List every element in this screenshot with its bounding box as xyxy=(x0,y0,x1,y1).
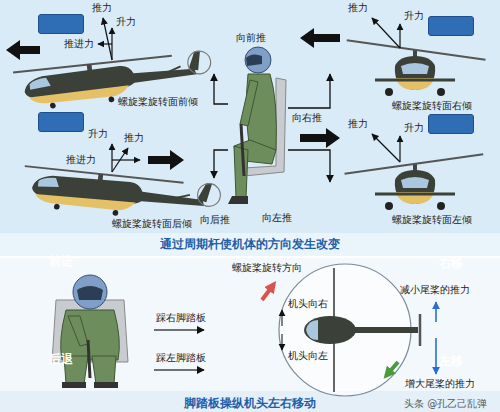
direction-tag: 左移 xyxy=(428,114,474,134)
nose-arrow xyxy=(281,334,282,350)
lift-arrow xyxy=(399,24,400,48)
lift-arrow xyxy=(399,136,400,162)
stick-label: 向前推 xyxy=(236,32,266,44)
note-label: 螺旋桨旋转面右倾 xyxy=(392,100,472,112)
tail-boom xyxy=(354,327,418,333)
motion-arrow xyxy=(148,150,184,170)
panel-gap xyxy=(0,256,500,258)
thrust-arrow xyxy=(372,134,400,162)
note-label: 螺旋桨旋转面后倾 xyxy=(112,218,192,230)
motion-arrow xyxy=(6,40,40,60)
stick-direction-arrow xyxy=(214,74,228,104)
helicopter-left xyxy=(375,164,455,210)
direction-tag: 后退 xyxy=(38,112,84,132)
tail-thrust-arrow xyxy=(435,302,437,322)
pedal-arrow xyxy=(154,369,204,370)
panel-caption: 通过周期杆使机体的方向发生改变 xyxy=(0,237,500,251)
tag-text: 前进 xyxy=(39,252,83,270)
note-label: 螺旋桨旋转面左倾 xyxy=(392,214,472,226)
motion-arrow xyxy=(300,28,340,48)
tag-text: 后退 xyxy=(39,350,83,368)
pedal-arrow xyxy=(154,329,204,330)
propulsion-arrow xyxy=(112,159,140,160)
rotor-plane xyxy=(347,40,486,59)
stick-direction-arrow xyxy=(288,74,330,108)
direction-tag: 右移 xyxy=(428,16,474,36)
force-label: 推进力 xyxy=(66,154,96,166)
panel-ground xyxy=(0,258,500,412)
rotation-arrow xyxy=(386,362,398,376)
cockpit-window xyxy=(306,320,318,340)
helicopter-top xyxy=(304,316,356,344)
propulsion-arrow xyxy=(98,43,112,44)
motion-arrow xyxy=(300,128,340,148)
force-label: 推力 xyxy=(348,2,368,14)
rotor-plane xyxy=(345,154,484,173)
lift-arrow xyxy=(111,144,112,172)
pedal-label: 踩左脚踏板 xyxy=(156,352,206,364)
force-label: 升力 xyxy=(88,128,108,140)
thrust-arrow xyxy=(103,18,112,60)
pedal-label: 踩右脚踏板 xyxy=(156,312,206,324)
force-label: 升力 xyxy=(404,10,424,22)
pilot-figure xyxy=(52,275,128,388)
nose-arrow xyxy=(281,310,282,326)
force-label: 推力 xyxy=(348,118,368,130)
stick-label: 向右推 xyxy=(292,112,322,124)
pilot-figure xyxy=(228,47,286,204)
stick-label: 向左推 xyxy=(262,212,292,224)
force-label: 推进力 xyxy=(64,38,94,50)
note-label: 增大尾桨的推力 xyxy=(405,378,475,390)
force-label: 升力 xyxy=(116,16,136,28)
note-label: 机头向右 xyxy=(288,298,328,310)
watermark: 头条 @孔乙己乱弹 xyxy=(404,398,487,410)
tail-rotor xyxy=(419,314,422,346)
force-label: 推力 xyxy=(124,132,144,144)
note-label: 螺旋桨旋转方向 xyxy=(232,262,302,274)
rotation-arrow xyxy=(262,284,274,300)
tag-text: 左移 xyxy=(429,352,473,370)
note-label: 减小尾桨的推力 xyxy=(400,284,470,296)
note-label: 机头向左 xyxy=(288,350,328,362)
stick-label: 向后推 xyxy=(200,214,230,226)
caption-band xyxy=(0,391,500,412)
stick-direction-arrow xyxy=(214,150,228,178)
note-label: 螺旋桨旋转面前倾 xyxy=(118,96,198,108)
tag-text: 右移 xyxy=(429,254,473,272)
direction-tag: 前进 xyxy=(38,14,84,34)
force-label: 升力 xyxy=(404,122,424,134)
thrust-arrow xyxy=(372,18,400,48)
helicopter-backward xyxy=(21,164,222,226)
helicopter-right xyxy=(375,50,455,96)
caption-band xyxy=(0,233,500,256)
helicopter-forward xyxy=(13,50,214,112)
tail-thrust-arrow xyxy=(435,338,437,374)
panel-ground xyxy=(0,0,500,256)
force-label: 推力 xyxy=(92,2,112,14)
stick-direction-arrow xyxy=(288,150,330,182)
